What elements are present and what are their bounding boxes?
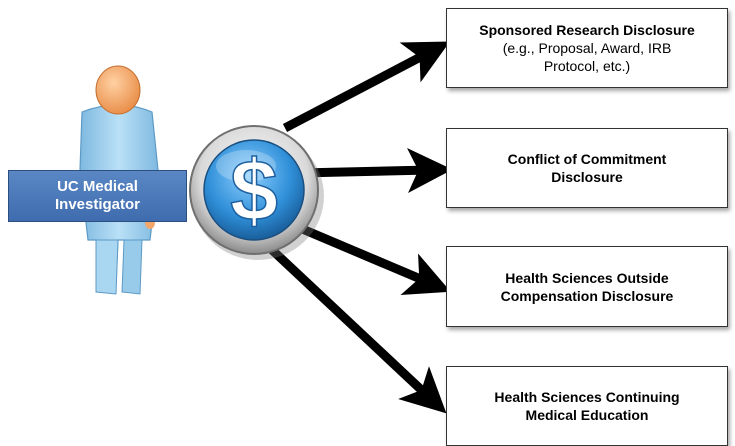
- box-title: Sponsored Research Disclosure: [479, 22, 695, 38]
- arrow-to-sponsored-research: [282, 41, 450, 132]
- box-line2: Medical Education: [525, 407, 649, 423]
- box-line1: Health Sciences Outside: [505, 269, 669, 286]
- box-line1: Conflict of Commitment: [507, 151, 667, 167]
- arrow-to-continuing-education: [266, 244, 447, 414]
- box-outside-compensation-disclosure: Health Sciences Outside Compensation Dis…: [446, 246, 728, 327]
- box-continuing-medical-education: Health Sciences Continuing Medical Educa…: [446, 366, 728, 446]
- box-detail-line1: (e.g., Proposal, Award, IRB: [502, 40, 672, 56]
- box-sponsored-research-disclosure: Sponsored Research Disclosure (e.g., Pro…: [446, 8, 728, 88]
- box-line2: Disclosure: [551, 169, 623, 185]
- dollar-coin-icon: $: [189, 125, 324, 260]
- box-detail-line2: Protocol, etc.): [543, 58, 631, 74]
- actor-label-line2: Investigator: [54, 196, 141, 213]
- arrow-to-outside-compensation: [298, 223, 451, 295]
- box-line2: Compensation Disclosure: [500, 287, 674, 304]
- dollar-symbol: $: [230, 143, 278, 239]
- box-line1: Health Sciences Continuing: [494, 389, 680, 405]
- actor-label: UC Medical Investigator: [8, 170, 187, 222]
- actor-label-line1: UC Medical: [57, 178, 138, 195]
- arrow-to-conflict-commitment: [299, 148, 453, 194]
- box-conflict-of-commitment: Conflict of Commitment Disclosure: [446, 128, 728, 208]
